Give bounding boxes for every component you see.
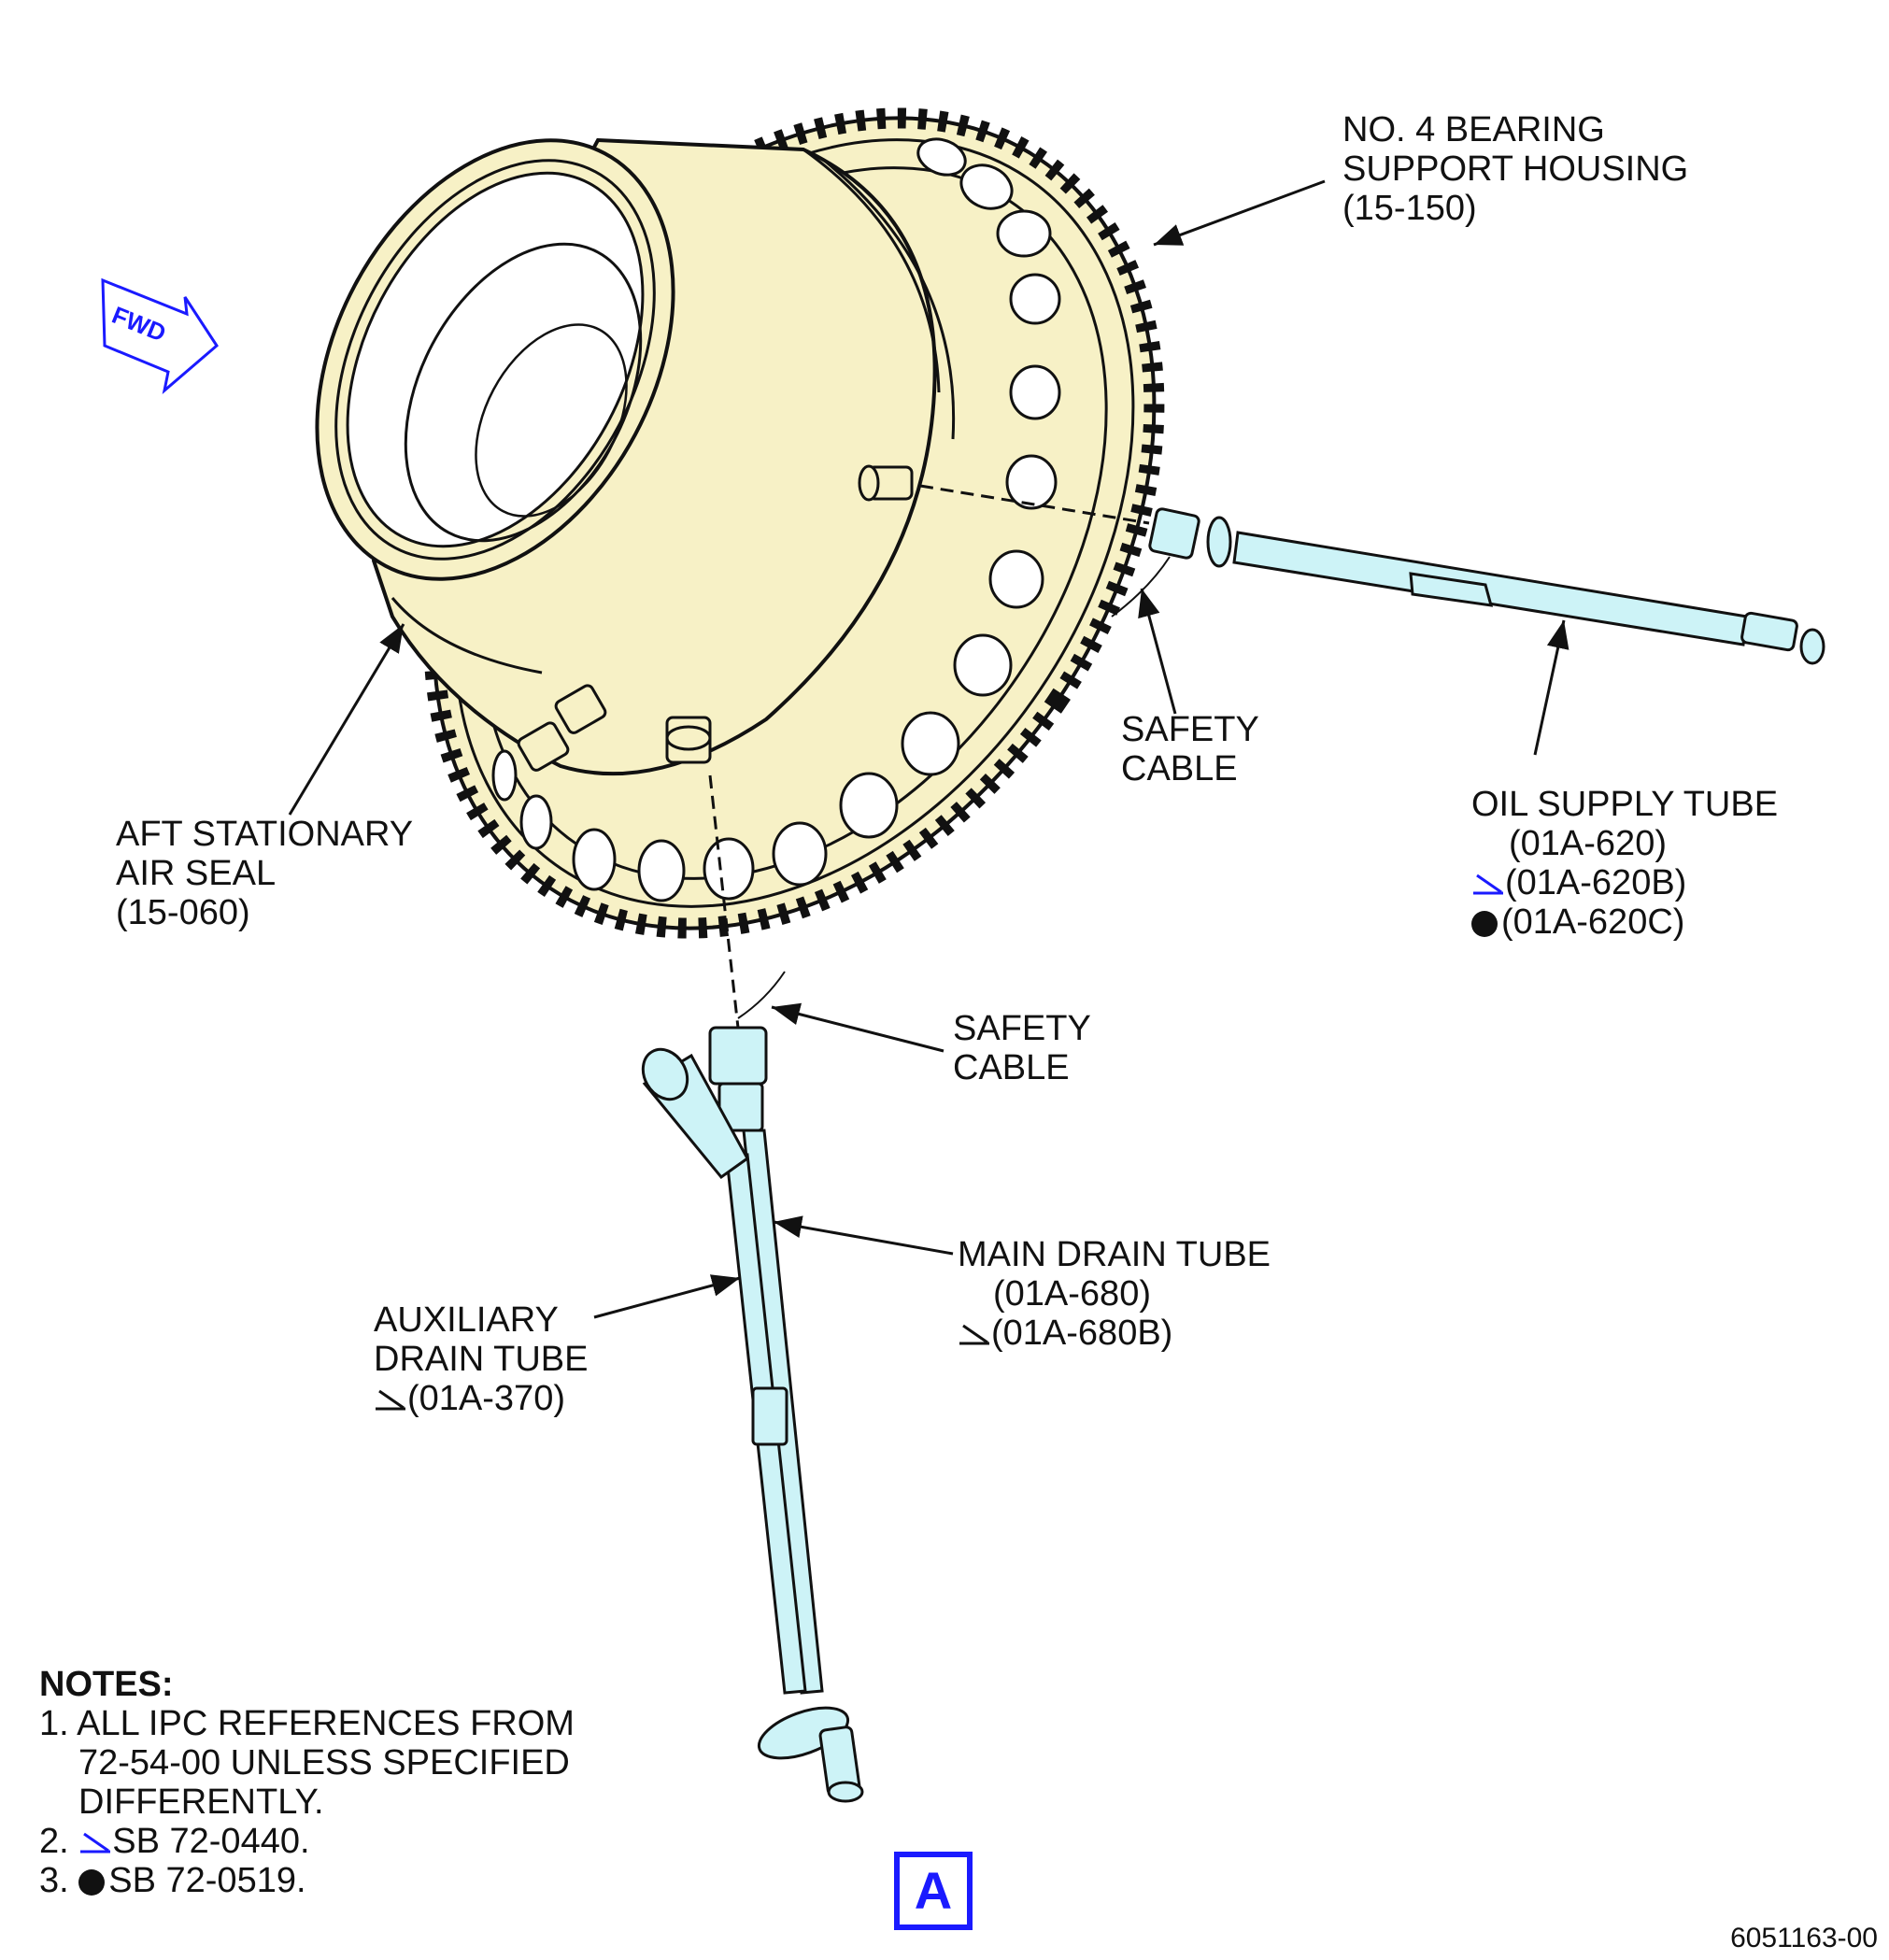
aft-air-seal-line2: AIR SEAL (116, 854, 277, 893)
note-3-text: SB 72-0519. (108, 1861, 306, 1900)
aft-air-seal-label: AFT STATIONARY AIR SEAL (15-060) (116, 815, 413, 932)
safety-cable-lower-line2: CABLE (953, 1048, 1070, 1087)
bearing-housing-ref: (15-150) (1342, 189, 1477, 228)
safety-cable-upper-line1: SAFETY (1121, 710, 1259, 749)
safety-cable-lower-line1: SAFETY (953, 1009, 1091, 1048)
aft-air-seal-line1: AFT STATIONARY (116, 815, 414, 854)
note-1-line2: 72-54-00 UNLESS SPECIFIED (78, 1743, 570, 1782)
aux-drain-tube-line2: DRAIN TUBE (374, 1340, 589, 1379)
aux-drain-tube-line1: AUXILIARY (374, 1300, 559, 1340)
bearing-housing-line2: SUPPORT HOUSING (1342, 149, 1689, 189)
note-1-line3: DIFFERENTLY. (78, 1782, 324, 1822)
safety-cable-upper-line2: CABLE (1121, 749, 1238, 788)
oil-supply-ref-2: (01A-620B) (1505, 863, 1687, 902)
aux-drain-tube-label: AUXILIARY DRAIN TUBE (01A-370) (374, 1300, 588, 1418)
note-1-line1: 1. ALL IPC REFERENCES FROM (39, 1704, 575, 1743)
oil-supply-tube-label: OIL SUPPLY TUBE (01A-620) (01A-620B) (01… (1471, 785, 1778, 942)
sb-0440-triangle-icon (376, 1389, 405, 1411)
notes-title: NOTES: (39, 1665, 174, 1704)
leader-lines (288, 179, 1569, 1319)
note-2: 2. SB 72-0440. (39, 1822, 575, 1861)
aft-stationary-air-seal (315, 138, 675, 675)
oil-supply-ref-3: (01A-620C) (1501, 902, 1685, 942)
bearing-housing-line1: NO. 4 BEARING (1342, 110, 1605, 149)
main-drain-tube-title: MAIN DRAIN TUBE (958, 1235, 1271, 1274)
sb-0519-dot-icon (1471, 911, 1498, 937)
oil-supply-tube (919, 484, 1825, 665)
sb-0440-triangle-icon (1473, 873, 1503, 895)
oil-supply-tube-title: OIL SUPPLY TUBE (1471, 785, 1779, 824)
aft-air-seal-ref: (15-060) (116, 893, 250, 932)
fwd-arrow-icon: FWD (101, 277, 219, 394)
safety-cable-label-lower: SAFETY CABLE (953, 1009, 1091, 1087)
view-a-tag: A (894, 1852, 973, 1930)
bearing-housing-label: NO. 4 BEARING SUPPORT HOUSING (15-150) (1342, 110, 1688, 228)
aux-drain-tube-ref: (01A-370) (407, 1379, 565, 1418)
notes-block: NOTES: 1. ALL IPC REFERENCES FROM 72-54-… (39, 1665, 575, 1900)
oil-supply-ref-1: (01A-620) (1509, 824, 1667, 863)
note-2-text: SB 72-0440. (112, 1822, 310, 1861)
figure-number: 6051163-00 (1730, 1923, 1878, 1953)
flange-holes (491, 137, 1061, 902)
main-drain-ref-1: (01A-680) (993, 1274, 1151, 1314)
safety-cable-label-upper: SAFETY CABLE (1121, 710, 1259, 788)
note-3-number: 3. (39, 1861, 69, 1900)
note-2-number: 2. (39, 1822, 69, 1861)
drain-tubes (641, 774, 864, 1803)
main-drain-tube-label: MAIN DRAIN TUBE (01A-680) (01A-680B) (958, 1235, 1271, 1353)
main-drain-ref-2: (01A-680B) (991, 1314, 1173, 1353)
sb-0440-triangle-icon (80, 1832, 111, 1853)
housing-fittings (466, 437, 914, 772)
sb-0519-dot-icon (78, 1869, 106, 1896)
sb-0440-triangle-icon (959, 1324, 989, 1345)
note-3: 3. SB 72-0519. (39, 1861, 575, 1900)
